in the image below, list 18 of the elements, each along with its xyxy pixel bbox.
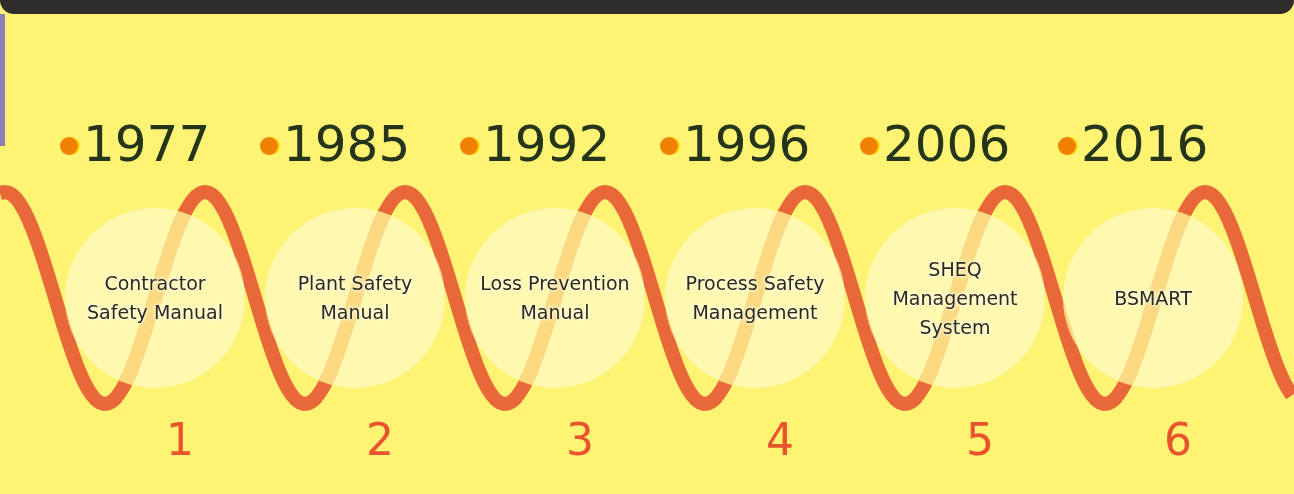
- step-number: 3: [565, 413, 595, 467]
- year-label: 2006: [883, 114, 1011, 175]
- year-label: 1985: [283, 114, 411, 175]
- milestone-text: Process Safety Management: [684, 271, 826, 325]
- year-label: 1977: [83, 114, 211, 175]
- milestone-text: Loss Prevention Manual: [480, 271, 630, 325]
- year-label: 2016: [1081, 114, 1209, 175]
- step-number: 2: [365, 413, 395, 467]
- milestone-text: Contractor Safety Manual: [86, 271, 224, 325]
- year-label: 1992: [483, 114, 611, 175]
- step-number: 6: [1163, 413, 1193, 467]
- year-label: 1996: [683, 114, 811, 175]
- step-number: 4: [765, 413, 795, 467]
- milestone-text: BSMART: [1113, 285, 1193, 311]
- milestone-text: SHEQ Management System: [891, 256, 1019, 340]
- milestone-text: Plant Safety Manual: [296, 271, 414, 325]
- step-number: 5: [965, 413, 995, 467]
- step-number: 1: [165, 413, 195, 467]
